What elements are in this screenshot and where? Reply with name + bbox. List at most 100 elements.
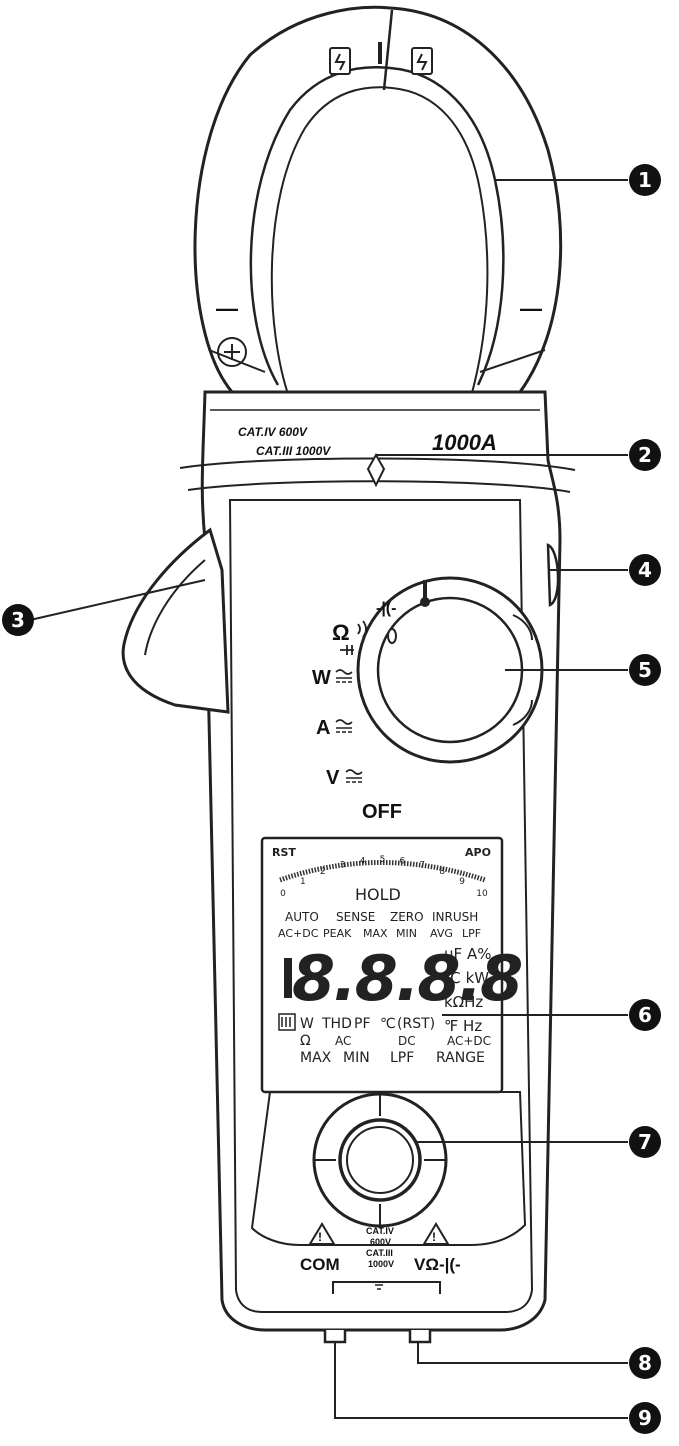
jaw-minus-right: —	[520, 296, 542, 321]
lcd-tick-8: 8	[439, 867, 445, 877]
lcd-w: W	[300, 1016, 314, 1032]
svg-text:1000V: 1000V	[368, 1259, 394, 1269]
thermometer-icon	[420, 580, 430, 607]
dial-pointer	[387, 628, 397, 644]
dial-volt-label: V	[326, 767, 340, 789]
svg-text:!: !	[318, 1230, 322, 1244]
warning-v-icon	[422, 1222, 450, 1245]
dial-off-label: OFF	[362, 801, 402, 823]
lcd-ac: AC	[335, 1034, 351, 1048]
lcd-auto: AUTO	[285, 910, 319, 924]
lcd-min: MIN	[396, 927, 417, 940]
ground-icon	[375, 1284, 383, 1290]
rating-label: 1000A	[432, 430, 497, 455]
callout-marker-7: 7	[629, 1126, 661, 1158]
lcd-tick-0: 0	[280, 889, 286, 899]
terminal-jacks	[323, 1330, 432, 1344]
callout-marker-6: 6	[629, 999, 661, 1031]
dial-amp-label: A	[316, 717, 330, 739]
lcd-unit3: kΩHz	[444, 993, 483, 1011]
lcd-tick-7: 7	[419, 860, 425, 870]
callout-marker-2: 2	[629, 439, 661, 471]
callout-marker-4: 4	[629, 554, 661, 586]
svg-text:CAT.IV: CAT.IV	[366, 1226, 394, 1236]
terminal-bracket	[332, 1281, 441, 1294]
callout-marker-5: 5	[629, 654, 661, 686]
leader-lines	[29, 179, 628, 1419]
lcd-unit1: μF A%	[444, 945, 491, 963]
lcd-row1: AUTO SENSE ZERO INRUSH	[285, 910, 478, 924]
lcd-max: MAX	[363, 927, 388, 940]
svg-text:1: 1	[638, 168, 652, 192]
lcd-min2: MIN	[343, 1050, 370, 1066]
lcd-tick-1: 1	[300, 877, 306, 887]
lcd-unit4: ℉ Hz	[444, 1017, 482, 1035]
cat-iii-label: CAT.III 1000V	[256, 444, 331, 458]
jaw-trigger[interactable]	[121, 527, 230, 714]
jaw-minus-left: —	[216, 296, 238, 321]
lcd-tick-9: 9	[459, 877, 465, 887]
lcd-bargraph	[279, 860, 486, 883]
terminal-cat-rating: CAT.IV 600V CAT.III 1000V	[366, 1226, 394, 1269]
cat-iv-label: CAT.IV 600V	[238, 425, 308, 439]
svg-text:!: !	[432, 1230, 436, 1244]
warning-icons: ! !	[308, 1222, 450, 1245]
svg-text:2: 2	[638, 443, 652, 467]
lcd-tick-10: 10	[476, 889, 488, 899]
lcd-inrush: INRUSH	[432, 910, 478, 924]
lcd-tick-5: 5	[380, 855, 386, 865]
lcd-unit2: ℃ kW	[444, 969, 489, 987]
lcd-ohm: Ω	[300, 1033, 311, 1049]
lcd-sense: SENSE	[336, 910, 375, 924]
lcd-zero: ZERO	[390, 910, 424, 924]
lcd-acdc2: AC+DC	[447, 1034, 491, 1048]
lcd-row5: MAX MIN LPF RANGE	[300, 1050, 485, 1066]
svg-text:4: 4	[638, 558, 652, 582]
lcd-row3: W THD PF ℃ (RST)	[300, 1016, 435, 1032]
clamp-jaw	[193, 5, 563, 401]
lcd-minus-segment	[284, 958, 292, 998]
callout-markers: 1 2 3 4 5 6 7 8 9	[2, 164, 661, 1434]
svg-text:CAT.III: CAT.III	[366, 1248, 393, 1258]
rotary-dial[interactable]	[356, 576, 544, 764]
nav-button[interactable]	[250, 1091, 527, 1246]
dial-watt-label: W	[312, 667, 331, 689]
lcd-rst: RST	[272, 846, 296, 859]
lcd-apo: APO	[465, 846, 491, 859]
jaw-alignment-mark-icon	[366, 452, 386, 488]
lcd-acdc: AC+DC	[278, 927, 319, 940]
svg-text:3: 3	[11, 608, 25, 632]
warning-com-icon	[308, 1222, 336, 1245]
svg-text:8: 8	[638, 1351, 652, 1375]
lcd-rst2: (RST)	[397, 1016, 435, 1032]
lcd-tick-4: 4	[360, 856, 366, 866]
lcd-deg: ℃	[380, 1016, 396, 1032]
dial-ohm-label: Ω	[332, 620, 350, 645]
plus-circle-icon	[217, 337, 247, 367]
callout-marker-1: 1	[629, 164, 661, 196]
lcd-lpf2: LPF	[390, 1050, 414, 1066]
lcd-pf: PF	[354, 1016, 371, 1032]
com-terminal-label: COM	[300, 1255, 340, 1274]
battery-icon	[278, 1013, 296, 1031]
svg-text:6: 6	[638, 1003, 652, 1027]
lcd-hold: HOLD	[355, 885, 401, 904]
lcd-tick-6: 6	[400, 856, 406, 866]
lcd-thd: THD	[321, 1016, 352, 1032]
svg-text:5: 5	[638, 658, 652, 682]
side-button[interactable]	[546, 543, 560, 607]
lcd-tick-3: 3	[340, 860, 346, 870]
lcd-range: RANGE	[436, 1050, 485, 1066]
dial-capacitance-label: -|(-	[376, 600, 396, 617]
svg-text:9: 9	[638, 1406, 652, 1430]
svg-text:600V: 600V	[370, 1237, 391, 1247]
lcd-row2: AC+DC PEAK MAX MIN AVG LPF	[278, 927, 481, 940]
lcd-lpf: LPF	[462, 927, 481, 940]
lcd-peak: PEAK	[323, 927, 352, 940]
current-i-icon	[378, 42, 382, 64]
svg-text:7: 7	[638, 1130, 652, 1154]
lcd-dc: DC	[398, 1034, 416, 1048]
lcd-avg: AVG	[430, 927, 453, 940]
